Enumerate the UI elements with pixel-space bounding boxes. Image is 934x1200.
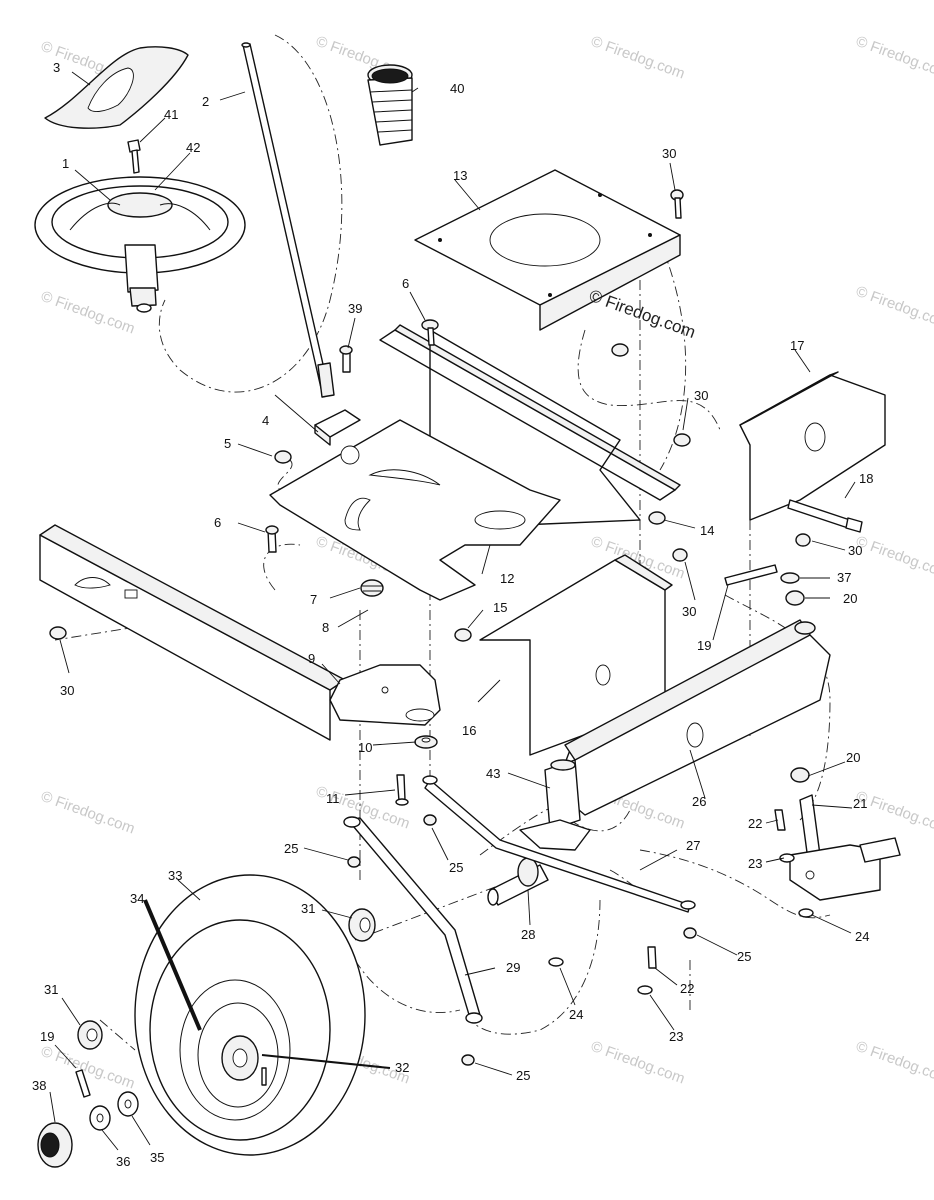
watermark: © Firedog.com — [39, 1043, 137, 1093]
callout-6: 6 — [402, 276, 409, 291]
spindle-left — [519, 759, 591, 851]
frame-rail-left — [39, 524, 346, 741]
callout-15: 15 — [493, 600, 507, 615]
callout-7: 7 — [310, 592, 317, 607]
callout-25: 25 — [449, 860, 463, 875]
callout-4: 4 — [262, 413, 269, 428]
callout-17: 17 — [790, 338, 804, 353]
callout-labels: 3 2 40 41 42 1 30 13 6 39 17 30 4 5 18 6… — [32, 60, 873, 1169]
watermark: © Firedog.com — [589, 1038, 687, 1088]
callout-14: 14 — [700, 523, 714, 538]
callout-23: 23 — [669, 1029, 683, 1044]
callout-6: 6 — [214, 515, 221, 530]
watermark: © Firedog.com — [854, 283, 934, 333]
callout-2: 2 — [202, 94, 209, 109]
callout-1: 1 — [62, 156, 69, 171]
spindle-right — [789, 794, 901, 901]
callout-3: 3 — [53, 60, 60, 75]
washers-35-36 — [89, 1091, 139, 1131]
callout-41: 41 — [164, 107, 178, 122]
callout-35: 35 — [150, 1150, 164, 1165]
callout-25: 25 — [284, 841, 298, 856]
bolt-18 — [787, 499, 863, 533]
callout-30: 30 — [848, 543, 862, 558]
callout-24: 24 — [855, 929, 869, 944]
callout-22: 22 — [680, 981, 694, 996]
callout-43: 43 — [486, 766, 500, 781]
callout-10: 10 — [358, 740, 372, 755]
cotter-pin — [75, 1069, 91, 1098]
callout-12: 12 — [500, 571, 514, 586]
callout-8: 8 — [322, 620, 329, 635]
callout-16: 16 — [462, 723, 476, 738]
callout-5: 5 — [224, 436, 231, 451]
watermark: © Firedog.com — [39, 288, 137, 338]
callout-19: 19 — [40, 1029, 54, 1044]
callout-19: 19 — [697, 638, 711, 653]
front-tire — [134, 874, 366, 1156]
callout-23: 23 — [748, 856, 762, 871]
watermark: © Firedog.com — [854, 1038, 934, 1088]
callout-31: 31 — [44, 982, 58, 997]
nut-10 — [414, 735, 438, 749]
callout-39: 39 — [348, 301, 362, 316]
callout-26: 26 — [692, 794, 706, 809]
callout-30: 30 — [60, 683, 74, 698]
callout-31: 31 — [301, 901, 315, 916]
drag-link — [422, 775, 696, 913]
bushing-31b — [77, 1020, 103, 1050]
callout-40: 40 — [450, 81, 464, 96]
steering-bracket — [314, 409, 361, 446]
callout-25: 25 — [516, 1068, 530, 1083]
watermark: © Firedog.com — [854, 533, 934, 583]
pinion-gear — [360, 579, 384, 597]
bushing-31 — [348, 908, 376, 942]
bellows-boot — [367, 64, 413, 146]
hub-cap — [37, 1122, 73, 1168]
bolt-11 — [395, 774, 409, 806]
steering-wheel — [34, 176, 246, 313]
steering-cap — [44, 46, 189, 129]
axle-stub — [487, 857, 549, 906]
floor-plate — [414, 169, 681, 331]
leader-lines — [49, 71, 856, 1151]
callout-36: 36 — [116, 1154, 130, 1169]
callout-9: 9 — [308, 651, 315, 666]
callout-11: 11 — [326, 791, 340, 806]
callout-21: 21 — [853, 796, 867, 811]
callout-28: 28 — [521, 927, 535, 942]
watermark: © Firedog.com — [854, 33, 934, 83]
callout-30: 30 — [694, 388, 708, 403]
steering-bolt — [127, 139, 141, 174]
callout-33: 33 — [168, 868, 182, 883]
steering-plate — [269, 419, 561, 601]
callout-20: 20 — [843, 591, 857, 606]
callout-13: 13 — [453, 168, 467, 183]
callout-32: 32 — [395, 1060, 409, 1075]
callout-30: 30 — [662, 146, 676, 161]
tie-rod — [343, 816, 483, 1024]
callout-42: 42 — [186, 140, 200, 155]
callout-22: 22 — [748, 816, 762, 831]
watermark: © Firedog.com — [39, 788, 137, 838]
steering-shaft — [241, 42, 335, 398]
fasteners — [49, 189, 814, 1086]
callout-38: 38 — [32, 1078, 46, 1093]
front-axle — [554, 619, 831, 816]
callout-24: 24 — [569, 1007, 583, 1022]
rear-bracket — [739, 371, 886, 521]
callout-37: 37 — [837, 570, 851, 585]
watermark: © Firedog.com — [589, 33, 687, 83]
axle-bracket — [479, 554, 673, 756]
callout-27: 27 — [686, 838, 700, 853]
callout-25: 25 — [737, 949, 751, 964]
callout-34: 34 — [130, 891, 144, 906]
callout-20: 20 — [846, 750, 860, 765]
callout-18: 18 — [859, 471, 873, 486]
callout-29: 29 — [506, 960, 520, 975]
sector-gear — [329, 664, 441, 726]
callout-30: 30 — [682, 604, 696, 619]
